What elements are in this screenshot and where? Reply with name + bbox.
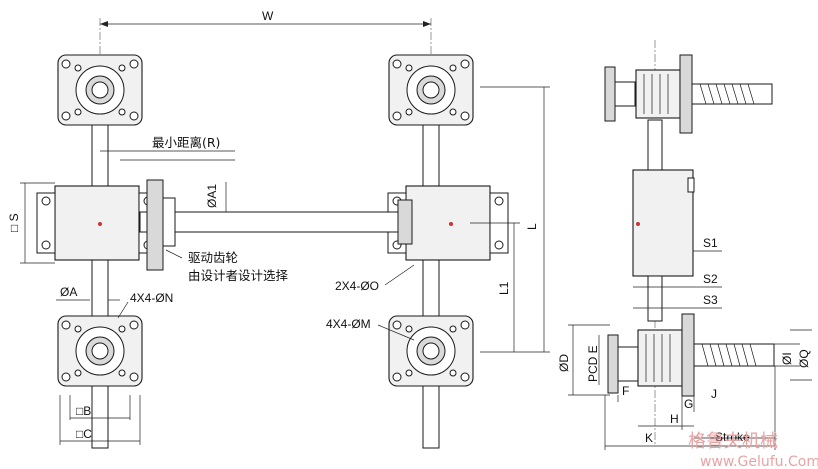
g-label: G [684, 397, 693, 411]
screw-left [91, 107, 109, 449]
bottom-right-flange [388, 315, 474, 387]
screw-right [422, 107, 440, 449]
h-label: H [670, 412, 679, 426]
d-label: ØD [557, 354, 571, 372]
c-label: □C [76, 427, 92, 441]
watermark-url: www.Gelufu.Com [700, 454, 818, 469]
a1-label: ØA1 [205, 184, 219, 208]
drive-gear-note-2: 由设计者设计选择 [188, 268, 289, 283]
watermark-chinese: 格鲁夫机械 [688, 431, 778, 452]
holes-n-label: 4X4-ØN [130, 291, 173, 305]
a-label: ØA [60, 285, 77, 299]
top-right-flange [388, 54, 474, 126]
l-label: L [525, 223, 539, 230]
w-label: W [262, 9, 274, 23]
side-view [604, 54, 775, 397]
bottom-left-flange [57, 315, 143, 387]
stroke-label: Stroke [715, 430, 750, 444]
drive-gear-note-1: 驱动齿轮 [188, 250, 238, 265]
top-left-flange [57, 54, 143, 126]
b-label: □B [76, 404, 91, 418]
q-label: ØQ [797, 349, 811, 368]
holes-m-label: 4X4-ØM [326, 317, 371, 331]
left-gearbox [36, 185, 158, 261]
pcd-e-label: PCD E [586, 345, 600, 382]
f-label: F [622, 384, 629, 398]
drive-shaft [139, 211, 411, 233]
s2-label: S2 [703, 272, 718, 286]
s1-label: S1 [703, 236, 718, 250]
s-label: □ S [7, 213, 21, 232]
s3-label: S3 [703, 293, 718, 307]
l1-label: L1 [497, 281, 511, 295]
k-label: K [645, 431, 653, 445]
j-label: J [711, 387, 717, 401]
drive-gear [146, 179, 164, 271]
min-distance-label: 最小距离(R) [152, 135, 220, 150]
holes-o-label: 2X4-ØO [335, 279, 379, 293]
i-label: ØI [780, 352, 794, 365]
